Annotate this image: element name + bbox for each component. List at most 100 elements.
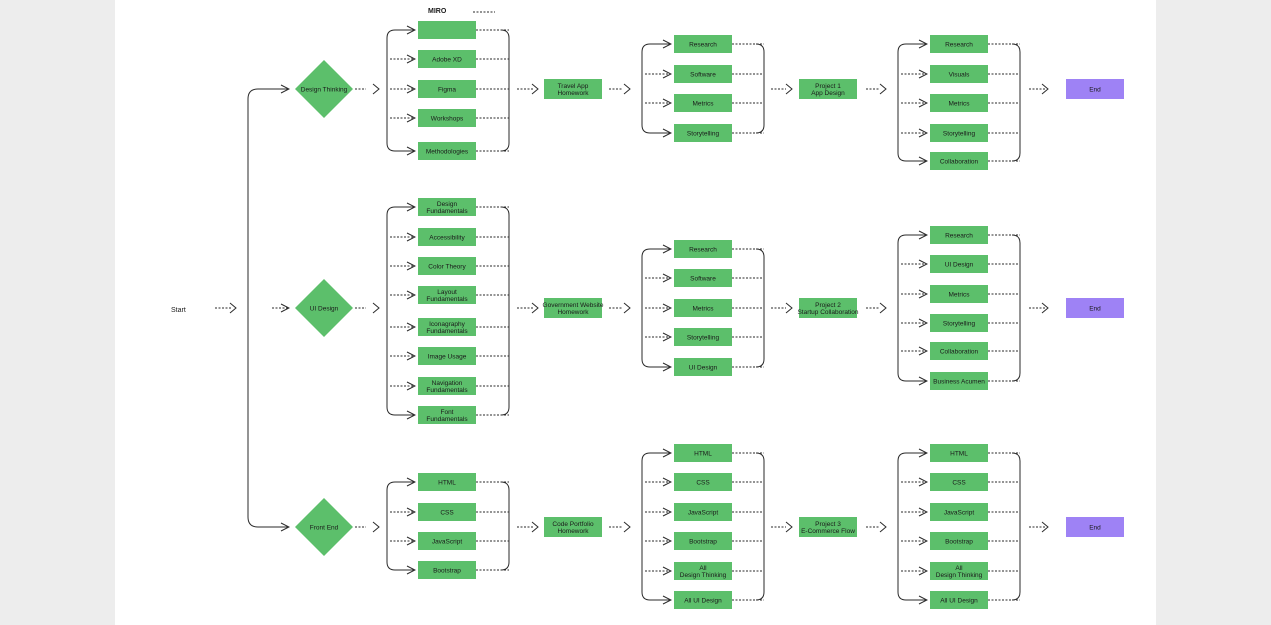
front-end-skills-box-1[interactable]: CSS — [674, 473, 732, 491]
front-end-topics-box-0[interactable]: HTML — [418, 473, 476, 491]
front-end-skills-box-2-label: JavaScript — [688, 509, 719, 516]
ui-design-topics-box-2-shape — [418, 257, 476, 275]
ui-design-project-skills-box-2-label: Metrics — [949, 291, 971, 298]
front-end-project-skills-box-2[interactable]: JavaScript — [930, 503, 988, 521]
design-thinking-project-skills-box-0[interactable]: Research — [930, 35, 988, 53]
front-end-decision-shape — [295, 498, 353, 556]
front-end-skills-box-5[interactable]: All UI Design — [674, 591, 732, 609]
ui-design-project-skills-box-3[interactable]: Storytelling — [930, 314, 988, 332]
design-thinking-decision[interactable]: Design Thinking — [295, 60, 353, 118]
ui-design-skills-box-2[interactable]: Metrics — [674, 299, 732, 317]
ui-design-project-skills-box-0-label: Research — [945, 232, 973, 239]
design-thinking-skills-right-spine — [755, 43, 765, 134]
ui-design-skills-box-3[interactable]: Storytelling — [674, 328, 732, 346]
front-end-skills-box-0[interactable]: HTML — [674, 444, 732, 462]
front-end-skills-box-3[interactable]: Bootstrap — [674, 532, 732, 550]
design-thinking-decision-label: Design Thinking — [301, 86, 348, 93]
design-thinking-topics-box-1[interactable]: Adobe XD — [418, 50, 476, 68]
ui-design-skills-box-4[interactable]: UI Design — [674, 358, 732, 376]
front-end-topics-box-2-shape — [418, 532, 476, 550]
front-end-project-skills-box-0-shape — [930, 444, 988, 462]
ui-design-project-skills-box-4[interactable]: Collaboration — [930, 342, 988, 360]
design-thinking-project-arrow-icon — [879, 83, 887, 95]
front-end-skills-box-3-shape — [674, 532, 732, 550]
ui-design-end[interactable]: End — [1066, 298, 1124, 318]
front-end-topics-box-0-shape — [418, 473, 476, 491]
design-thinking-skills-box-0[interactable]: Research — [674, 35, 732, 53]
ui-design-project-skills-box-5[interactable]: Business Acumen — [930, 372, 988, 390]
front-end-skills-box-0-label: HTML — [694, 450, 712, 457]
front-end-topics-box-3-label: Bootstrap — [433, 567, 461, 574]
design-thinking-skills-box-3[interactable]: Storytelling — [674, 124, 732, 142]
front-end-topics-branch — [386, 482, 415, 491]
design-thinking-skills-box-2-label: Metrics — [693, 100, 715, 107]
design-thinking-decision-arrow-icon — [372, 83, 380, 95]
ui-design-topics-box-1-shape — [418, 228, 476, 246]
front-end-project-skills-box-0-label: HTML — [950, 450, 968, 457]
ui-design-topics-box-2[interactable]: Color Theory — [418, 257, 476, 275]
ui-design-topics-box-2-label: Color Theory — [428, 263, 466, 270]
front-end-project-skills-box-0[interactable]: HTML — [930, 444, 988, 462]
design-thinking-project-skills-box-1[interactable]: Visuals — [930, 65, 988, 83]
front-end-skills-branch — [641, 591, 671, 600]
ui-design-project-skills-box-1[interactable]: UI Design — [930, 255, 988, 273]
design-thinking-topics-box-4[interactable]: Methodologies — [418, 142, 476, 160]
front-end-project-skills-box-5[interactable]: All UI Design — [930, 591, 988, 609]
ui-design-skills-box-0[interactable]: Research — [674, 240, 732, 258]
front-end-project-skills-box-3[interactable]: Bootstrap — [930, 532, 988, 550]
front-end-project-shape — [799, 517, 857, 537]
design-thinking-project-skills-box-2-shape — [930, 94, 988, 112]
front-end-end[interactable]: End — [1066, 517, 1124, 537]
front-end-project-skills-box-1[interactable]: CSS — [930, 473, 988, 491]
design-thinking-project-skills-box-3[interactable]: Storytelling — [930, 124, 988, 142]
design-thinking-topics-box-2[interactable]: Figma — [418, 80, 476, 98]
ui-design-topics-box-1[interactable]: Accessibility — [418, 228, 476, 246]
front-end-end-arrow-icon — [1041, 521, 1049, 533]
start-label: Start — [171, 307, 186, 314]
front-end-topics-box-1[interactable]: CSS — [418, 503, 476, 521]
ui-design-project-skills-box-2[interactable]: Metrics — [930, 285, 988, 303]
ui-design-project-skills-box-0[interactable]: Research — [930, 226, 988, 244]
design-thinking-topics-box-3[interactable]: Workshops — [418, 109, 476, 127]
design-thinking-topics-box-0[interactable] — [418, 21, 476, 39]
front-end-topics-box-3[interactable]: Bootstrap — [418, 561, 476, 579]
ui-design-topics-box-5[interactable]: Image Usage — [418, 347, 476, 365]
front-end-topics-branch — [386, 561, 415, 570]
design-thinking-project-skills-box-4[interactable]: Collaboration — [930, 152, 988, 170]
front-end-skills-box-4-shape — [674, 562, 732, 580]
design-thinking-skills-box-2[interactable]: Metrics — [674, 94, 732, 112]
front-end-skills-box-2[interactable]: JavaScript — [674, 503, 732, 521]
ui-design-topics-box-1-label: Accessibility — [429, 234, 465, 241]
design-thinking-topics-box-1-shape — [418, 50, 476, 68]
ui-design-decision[interactable]: UI Design — [295, 279, 353, 337]
front-end-topics-box-1-label: CSS — [440, 509, 454, 516]
design-thinking-project-skills-box-2[interactable]: Metrics — [930, 94, 988, 112]
front-end-skills-box-1-label: CSS — [696, 479, 710, 486]
front-end-topics-box-2[interactable]: JavaScript — [418, 532, 476, 550]
ui-design-project-skills-box-3-label: Storytelling — [943, 320, 976, 327]
ui-design-skills-box-1[interactable]: Software — [674, 269, 732, 287]
design-thinking-end[interactable]: End — [1066, 79, 1124, 99]
design-thinking-skills-box-1[interactable]: Software — [674, 65, 732, 83]
front-end-decision[interactable]: Front End — [295, 498, 353, 556]
design-thinking-topics-box-2-shape — [418, 80, 476, 98]
